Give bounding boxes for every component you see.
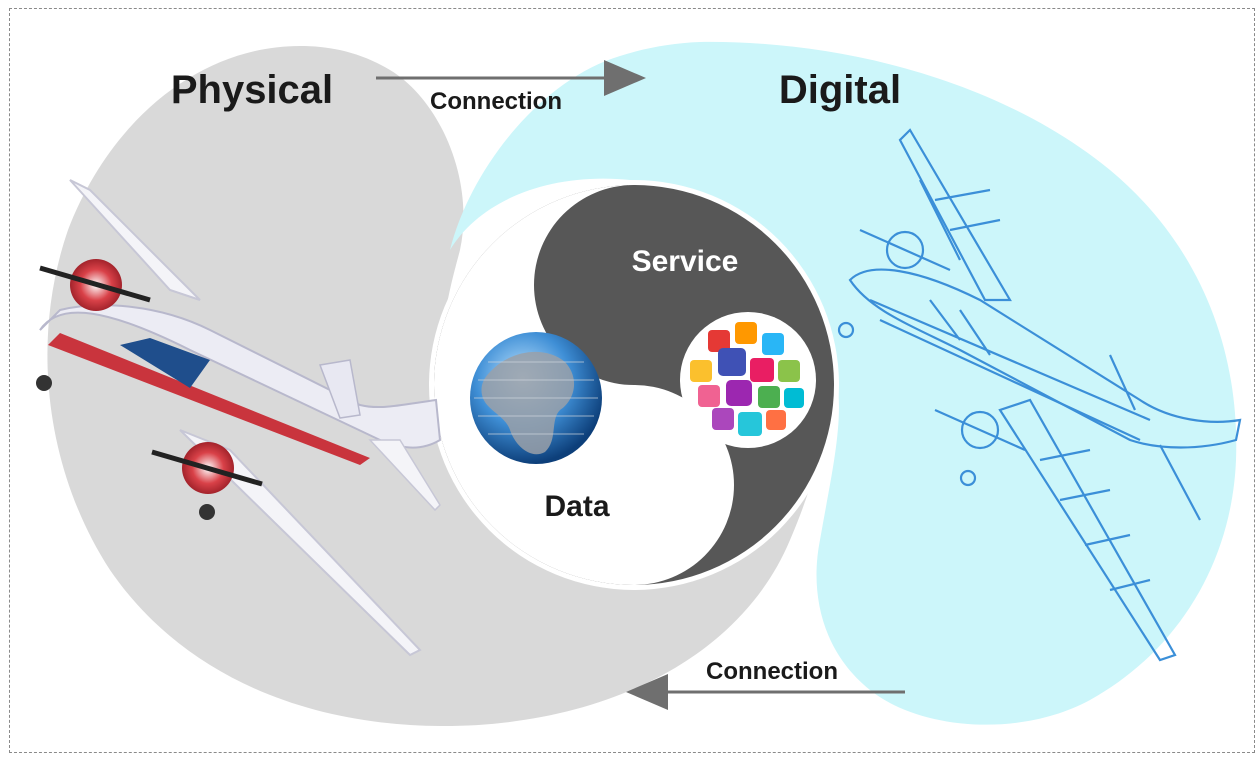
diagram-frame [9, 8, 1255, 753]
wireframe-airplane-icon [837, 128, 1242, 662]
data-label: Data [544, 490, 609, 523]
connection-label-bottom: Connection [706, 658, 838, 685]
globe-icon [470, 332, 602, 464]
connection-label-top: Connection [430, 88, 562, 115]
service-label: Service [632, 245, 739, 278]
app-icons-cluster [680, 312, 816, 448]
digital-label: Digital [779, 68, 901, 112]
physical-region [47, 46, 831, 727]
physical-label: Physical [171, 68, 333, 112]
digital-region [450, 41, 1237, 725]
airplane-icon [36, 179, 442, 657]
